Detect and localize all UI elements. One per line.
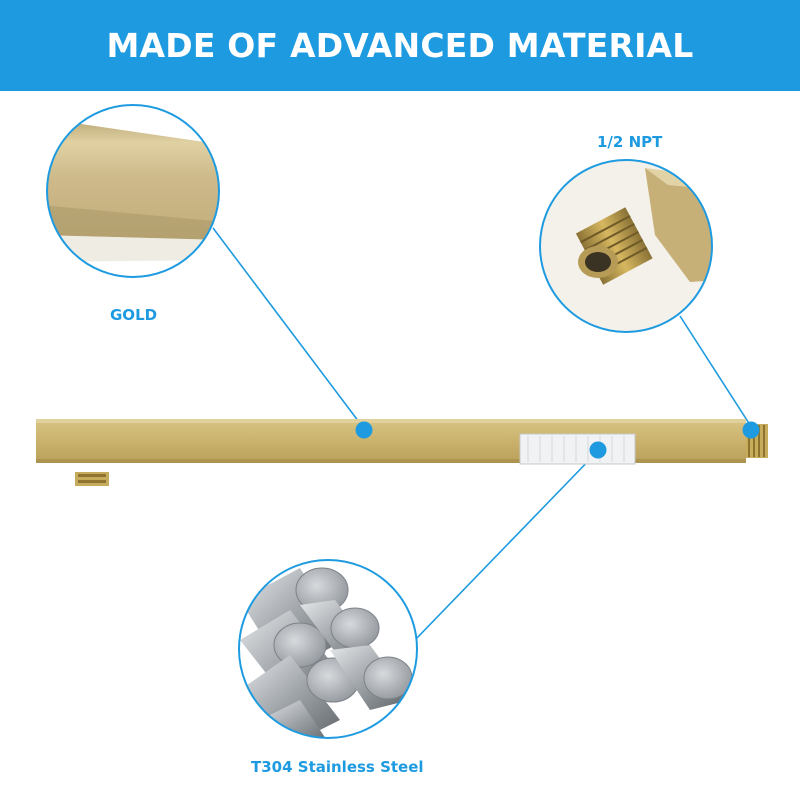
gold-finish-closeup — [46, 104, 220, 278]
header-banner: MADE OF ADVANCED MATERIAL — [0, 0, 800, 91]
callout-label-gold: GOLD — [110, 306, 158, 324]
callout-label-npt: 1/2 NPT — [597, 133, 663, 151]
page-title: MADE OF ADVANCED MATERIAL — [106, 26, 694, 65]
connector-line-steel — [414, 451, 598, 641]
connector-line-gold — [212, 227, 366, 431]
marker-dot-steel — [589, 441, 607, 459]
shower-arm-bar — [36, 419, 768, 486]
marker-dot-gold — [355, 421, 373, 439]
callout-label-steel: T304 Stainless Steel — [251, 758, 424, 776]
stainless-steel-rods-closeup — [238, 559, 418, 739]
npt-thread-closeup — [539, 159, 713, 333]
connector-line-npt — [679, 315, 753, 429]
marker-dot-npt — [742, 421, 760, 439]
